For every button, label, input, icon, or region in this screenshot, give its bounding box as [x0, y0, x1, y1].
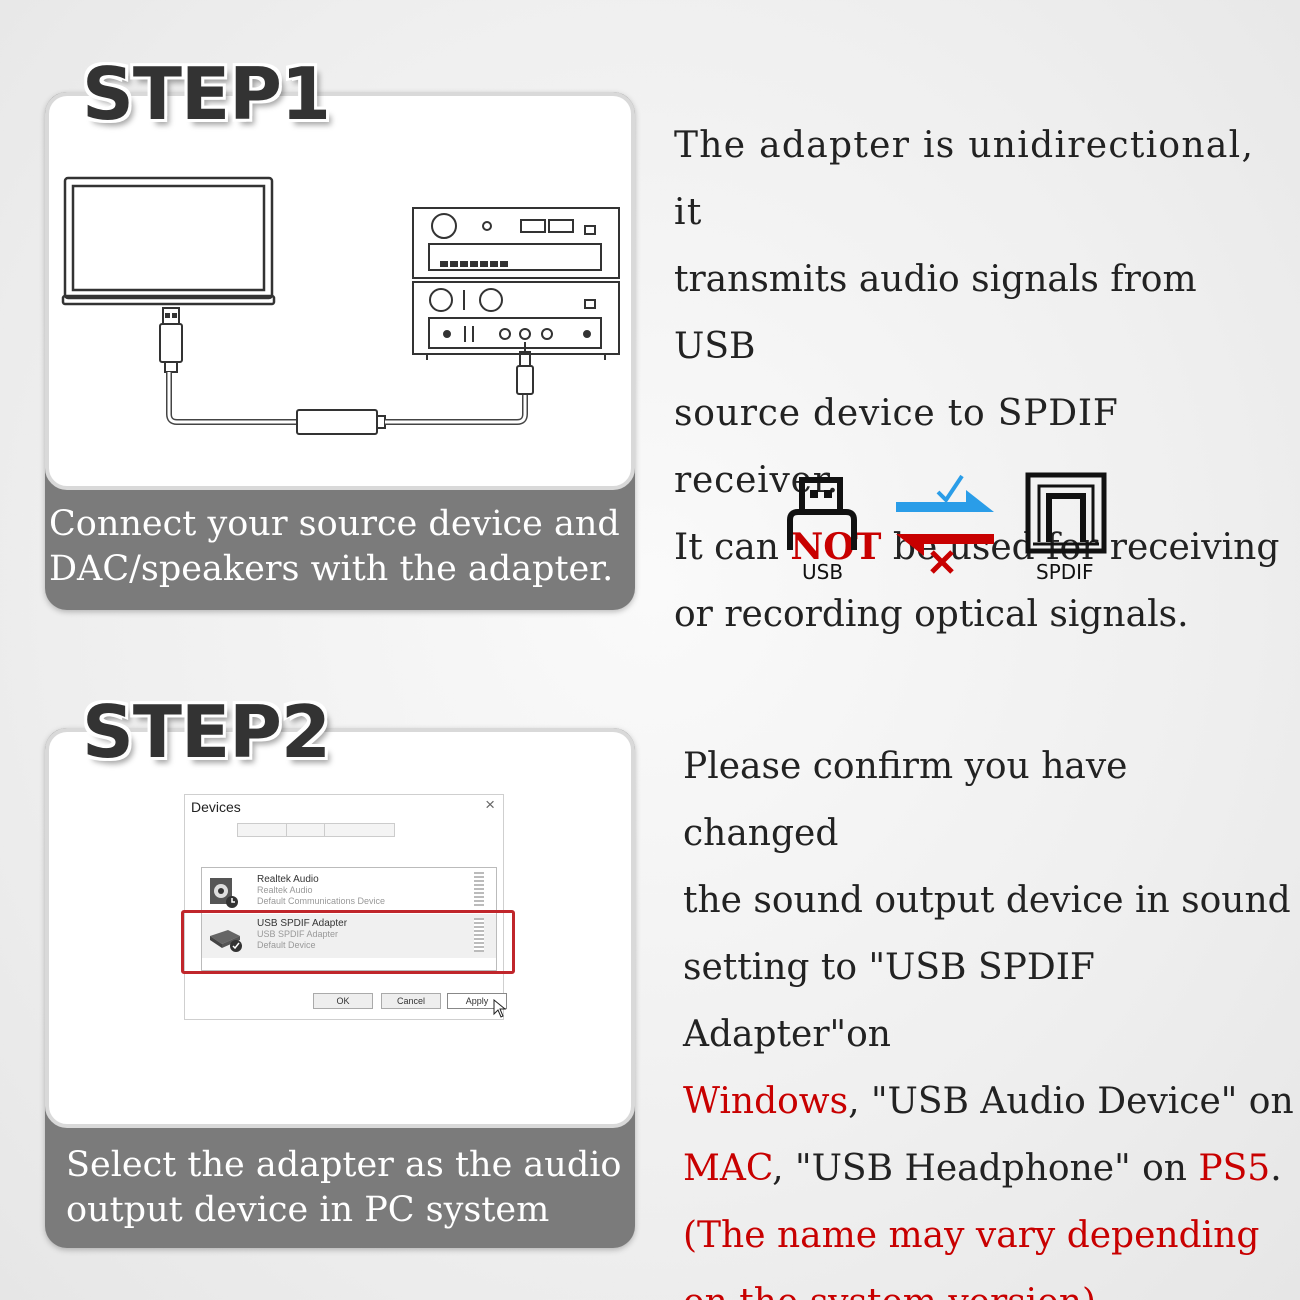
ps5-label: PS5 — [1198, 1148, 1271, 1189]
step1-title: STEP1 — [82, 52, 331, 136]
device1-sub: Realtek Audio — [257, 885, 313, 895]
device1-name: Realtek Audio — [257, 874, 319, 885]
step2-card: Devices × Realtek Audio Realtek Audio De… — [45, 728, 635, 1248]
device2-sub: USB SPDIF Adapter — [257, 929, 339, 939]
spdif-label: SPDIF — [1036, 560, 1094, 584]
adapter-icon — [296, 409, 386, 435]
step2-illustration-panel: Devices × Realtek Audio Realtek Audio De… — [45, 728, 635, 1128]
step1-caption-line1: Connect your source device and — [49, 504, 620, 544]
step1-desc-line4-c: be used for receiving — [881, 527, 1280, 568]
step1-description: The adapter is unidirectional, it transm… — [674, 112, 1279, 648]
step2-caption-line1: Select the adapter as the audio — [66, 1145, 622, 1185]
step2-description: Please confirm you have changed the soun… — [683, 733, 1294, 1300]
level-meter — [474, 872, 484, 906]
speaker-icon — [210, 878, 238, 908]
step2-title: STEP2 — [82, 690, 331, 774]
dialog-tabs — [237, 823, 395, 837]
step2-desc-line4-b: , "USB Audio Device" on — [848, 1081, 1294, 1122]
devices-dialog: Devices × Realtek Audio Realtek Audio De… — [181, 794, 515, 1020]
device-item-usb-spdif[interactable]: USB SPDIF Adapter USB SPDIF Adapter Defa… — [202, 914, 496, 958]
step2-desc-line2: the sound output device in sound — [683, 880, 1291, 921]
usb-label: USB — [802, 560, 844, 584]
cable — [166, 372, 299, 425]
step2-desc-line3: setting to "USB SPDIF Adapter"on — [683, 947, 1095, 1055]
step1-desc-line5: or recording optical signals. — [674, 594, 1189, 635]
step2-desc-line7: on the system version) — [683, 1269, 1293, 1300]
step2-desc-line5: MAC, "USB Headphone" on PS5. — [683, 1135, 1293, 1202]
step2-caption-line2: output device in PC system — [66, 1190, 550, 1230]
mac-label: MAC — [683, 1148, 773, 1189]
device2-status: Default Device — [257, 940, 316, 950]
connection-diagram — [61, 176, 620, 435]
dialog-title: Devices — [191, 799, 241, 815]
step1-desc-line1: The adapter is unidirectional, it — [674, 125, 1255, 233]
level-meter — [474, 918, 484, 952]
step2-desc-line4: Windows, "USB Audio Device" on — [683, 1068, 1294, 1135]
step2-desc-line5-d: . — [1270, 1148, 1282, 1189]
device-item-realtek[interactable]: Realtek Audio Realtek Audio Default Comm… — [202, 868, 496, 912]
step1-desc-line4-a: It can — [674, 527, 791, 568]
cancel-button[interactable]: Cancel — [381, 993, 441, 1009]
step1-card: Connect your source device and DAC/speak… — [45, 92, 635, 610]
step1-caption: Connect your source device and DAC/speak… — [45, 502, 635, 592]
adapter-device-icon — [210, 930, 242, 952]
monitor-icon — [61, 176, 276, 306]
usb-icon — [787, 477, 857, 550]
direction-arrows-icon — [896, 474, 994, 574]
apply-button[interactable]: Apply — [447, 993, 507, 1009]
step1-illustration-panel — [45, 92, 635, 490]
close-icon[interactable]: × — [485, 795, 495, 814]
step2-desc-line6: (The name may vary depending — [683, 1215, 1260, 1256]
step2-desc-line1: Please confirm you have changed — [683, 746, 1128, 854]
usb-plug-icon — [159, 307, 183, 373]
stereo-receiver-icon — [412, 207, 620, 360]
optical-plug-icon — [516, 342, 534, 395]
device-list: Realtek Audio Realtek Audio Default Comm… — [201, 867, 497, 971]
step1-desc-line4: It can NOT be used for receiving — [674, 514, 1279, 581]
cursor-icon — [493, 999, 507, 1018]
step1-caption-line2: DAC/speakers with the adapter. — [49, 549, 614, 589]
ok-button[interactable]: OK — [313, 993, 373, 1009]
device2-name: USB SPDIF Adapter — [257, 918, 348, 929]
selected-device-highlight — [181, 910, 515, 974]
step2-caption: Select the adapter as the audio output d… — [45, 1143, 635, 1233]
windows-label: Windows — [683, 1081, 849, 1122]
spdif-icon — [1025, 472, 1107, 554]
device1-status: Default Communications Device — [257, 896, 386, 906]
step2-desc-line5-b: , "USB Headphone" on — [772, 1148, 1199, 1189]
not-emphasis: NOT — [790, 526, 882, 568]
step1-desc-line2: transmits audio signals from USB — [674, 259, 1197, 367]
